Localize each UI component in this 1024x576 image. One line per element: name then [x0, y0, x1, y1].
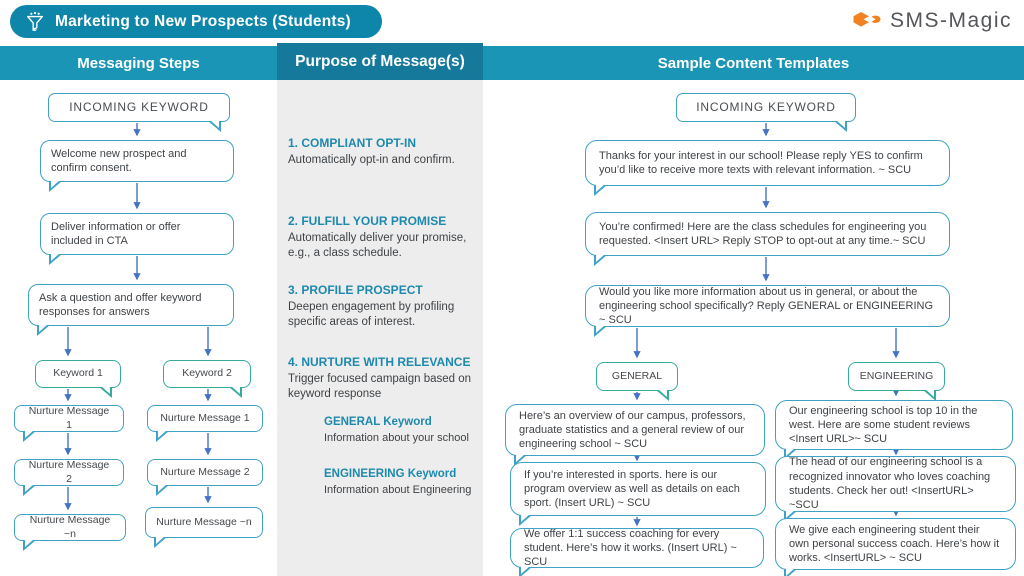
incoming-keyword-bubble-right: INCOMING KEYWORD — [676, 93, 856, 132]
keyword2-bubble: Keyword 2 — [163, 360, 251, 398]
engineering-keyword-bubble: ENGINEERING — [848, 362, 945, 401]
purpose-column-background — [277, 80, 483, 576]
title-bar: Marketing to New Prospects (Students) — [10, 5, 382, 38]
engineering-branch-bubble: The head of our engineering school is a … — [775, 456, 1016, 522]
step-bubble-welcome: Welcome new prospect and confirm consent… — [40, 140, 234, 192]
purpose-item-title: 2. FULFILL YOUR PROMISE — [288, 214, 447, 228]
purpose-subitem-title: ENGINEERING Keyword — [324, 468, 457, 480]
page-title: Marketing to New Prospects (Students) — [55, 12, 351, 30]
purpose-item-title: 4. NURTURE WITH RELEVANCE — [288, 355, 471, 369]
engineering-branch-bubble: Our engineering school is top 10 in the … — [775, 400, 1013, 460]
purpose-item-desc: Automatically opt-in and confirm. — [288, 154, 455, 166]
sample-message-bubble: Thanks for your interest in our school! … — [585, 140, 950, 196]
purpose-item: 2. FULFILL YOUR PROMISE Automatically de… — [288, 214, 478, 260]
nurture-message-bubble: Nurture Message 2 — [14, 459, 124, 496]
nurture-message-bubble: Nurture Message 1 — [147, 405, 263, 442]
general-branch-bubble: We offer 1:1 success coaching for every … — [510, 528, 764, 576]
purpose-subitem-desc: Information about Engineering — [324, 484, 472, 496]
funnel-icon — [24, 11, 46, 33]
brand-name: SMS-Magic — [889, 9, 1012, 32]
purpose-item: 3. PROFILE PROSPECT Deepen engagement by… — [288, 283, 478, 329]
sms-magic-icon — [852, 10, 884, 32]
purpose-item-desc: Automatically deliver your promise, e.g.… — [288, 232, 467, 259]
nurture-message-bubble: Nurture Message ~n — [14, 514, 126, 551]
purpose-item-title: 1. COMPLIANT OPT-IN — [288, 136, 417, 150]
general-branch-bubble: Here’s an overview of our campus, profes… — [505, 404, 765, 466]
purpose-item-desc: Deepen engagement by profiling specific … — [288, 301, 455, 328]
keyword1-bubble: Keyword 1 — [35, 360, 121, 398]
purpose-subitem-engineering: ENGINEERING Keyword Information about En… — [324, 468, 479, 497]
nurture-message-bubble: Nurture Message 1 — [14, 405, 124, 442]
nurture-message-bubble: Nurture Message ~n — [145, 507, 263, 548]
general-branch-bubble: If you’re interested in sports. here is … — [510, 462, 766, 526]
purpose-item-title: 3. PROFILE PROSPECT — [288, 283, 423, 297]
step-bubble-deliver: Deliver information or offer included in… — [40, 213, 234, 265]
engineering-branch-bubble: We give each engineering student their o… — [775, 518, 1016, 576]
sample-message-bubble: You’re confirmed! Here are the class sch… — [585, 212, 950, 266]
purpose-item: 1. COMPLIANT OPT-IN Automatically opt-in… — [288, 136, 478, 168]
column-header-messaging-steps: Messaging Steps — [0, 46, 277, 80]
nurture-message-bubble: Nurture Message 2 — [147, 459, 263, 496]
step-bubble-ask-question: Ask a question and offer keyword respons… — [28, 284, 234, 336]
purpose-subitem-desc: Information about your school — [324, 432, 469, 444]
purpose-item: 4. NURTURE WITH RELEVANCE Trigger focuse… — [288, 355, 478, 401]
brand-logo: SMS-Magic — [852, 9, 1012, 33]
purpose-item-desc: Trigger focused campaign based on keywor… — [288, 373, 472, 400]
column-header-purpose: Purpose of Message(s) — [277, 43, 483, 80]
sample-message-bubble: Would you like more information about us… — [585, 285, 950, 337]
purpose-subitem-title: GENERAL Keyword — [324, 416, 432, 428]
column-header-samples: Sample Content Templates — [483, 46, 1024, 80]
incoming-keyword-bubble-left: INCOMING KEYWORD — [48, 93, 230, 132]
purpose-subitem-general: GENERAL Keyword Information about your s… — [324, 416, 479, 445]
general-keyword-bubble: GENERAL — [596, 362, 678, 401]
